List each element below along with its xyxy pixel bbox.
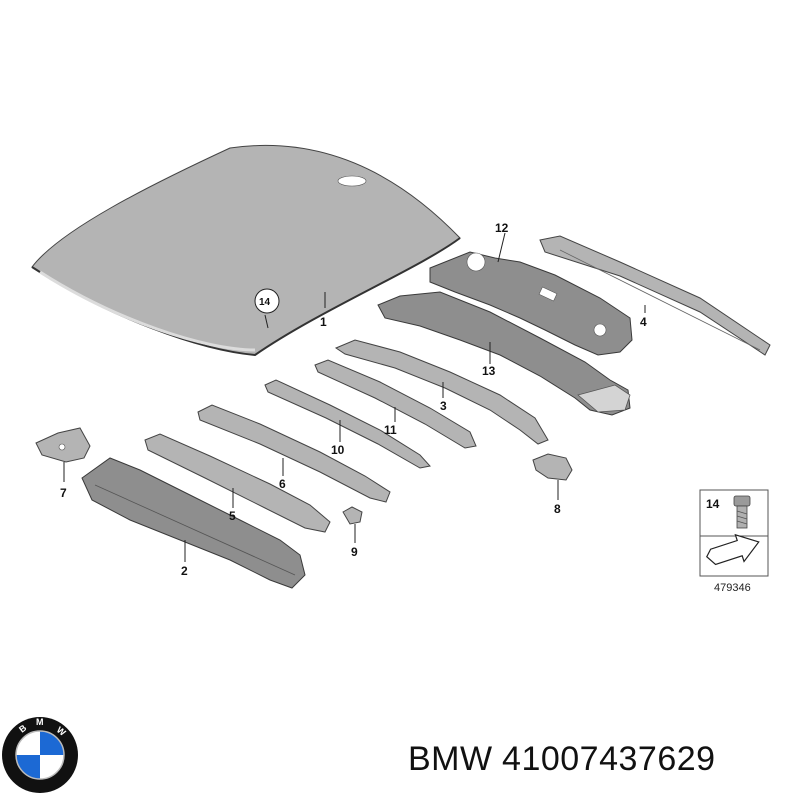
part-caption: BMW 41007437629 [408, 740, 716, 779]
callouts: 1 14 12 4 13 3 11 10 6 5 2 7 8 9 [60, 221, 647, 578]
rear-rail [539, 235, 771, 356]
clip-9 [342, 506, 363, 525]
callout-11: 11 [384, 423, 397, 437]
callout-6: 6 [279, 477, 286, 491]
callout-7: 7 [60, 486, 67, 500]
roof-panel [31, 144, 461, 357]
callout-4: 4 [640, 315, 647, 329]
roof-bow-3 [334, 339, 549, 445]
legend-diagram-id: 479346 [714, 582, 751, 594]
roof-bow-11 [314, 359, 477, 449]
legend-part-number: 14 [706, 497, 720, 511]
callout-10: 10 [331, 443, 345, 457]
arrow-icon [706, 533, 760, 566]
bracket-7 [35, 427, 91, 463]
screw-icon [733, 495, 751, 529]
bmw-logo: B M W [2, 717, 78, 793]
callout-5: 5 [229, 509, 236, 523]
callout-1: 1 [320, 315, 327, 329]
callout-14: 14 [259, 297, 271, 308]
svg-text:B: B [17, 722, 29, 734]
roof-bow-10 [264, 379, 431, 469]
legend-box: 14 479346 [699, 489, 769, 594]
front-bow-5 [144, 433, 331, 533]
leader-lines [63, 232, 646, 562]
callout-12: 12 [495, 221, 509, 235]
callout-3: 3 [440, 399, 447, 413]
svg-text:M: M [36, 717, 44, 727]
callout-14-circle [254, 288, 280, 314]
rear-bracket [429, 251, 633, 356]
bracket-8 [532, 453, 573, 481]
callout-2: 2 [181, 564, 188, 578]
callout-8: 8 [554, 502, 561, 516]
callout-9: 9 [351, 545, 358, 559]
front-bow-6 [197, 404, 391, 503]
rear-cross-member [377, 291, 631, 416]
callout-13: 13 [482, 364, 496, 378]
caption-brand: BMW [408, 740, 493, 778]
caption-part-number: 41007437629 [502, 740, 716, 778]
windshield-frame [81, 457, 306, 589]
